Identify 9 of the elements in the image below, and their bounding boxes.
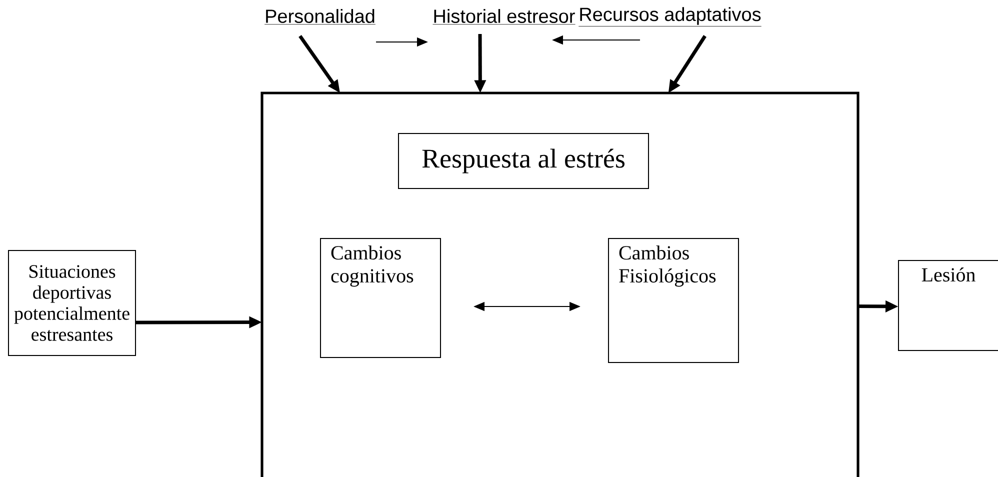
- underlined-label: Historial estresor: [432, 9, 576, 25]
- text-box: Situaciones deportivas potencialmente estresantes: [8, 250, 136, 356]
- text-box: Respuesta al estrés: [398, 133, 649, 189]
- text-box: Lesión: [898, 260, 998, 351]
- underlined-label: Recursos adaptativos: [578, 7, 762, 26]
- text-box: Cambios cognitivos: [320, 238, 441, 358]
- text-box: Cambios Fisiológicos: [608, 238, 739, 363]
- outer-box: [260, 92, 860, 477]
- underlined-label: Personalidad: [264, 9, 376, 25]
